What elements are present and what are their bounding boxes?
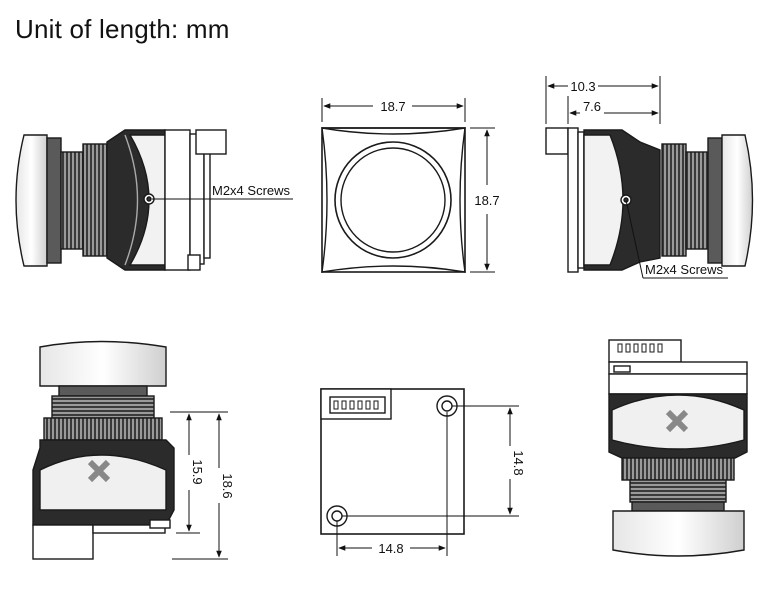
bottom-outer-height-dim: 18.6 [220, 473, 235, 498]
front-width-dim: 18.7 [380, 99, 405, 114]
back-view-pcb [320, 388, 465, 535]
side-pcb-depth-dim: 7.6 [583, 99, 601, 114]
right-screw-leader [625, 199, 644, 279]
bottom-inner-height-dim: 15.9 [190, 459, 205, 484]
side-view-right [545, 127, 754, 273]
front-view [321, 127, 466, 273]
back-horizontal-hole-dim: 14.8 [378, 541, 403, 556]
top-view [608, 339, 748, 557]
bottom-view [32, 340, 175, 560]
side-total-depth-dim: 10.3 [570, 79, 595, 94]
right-screws-label: M2x4 Screws [645, 262, 724, 277]
side-view-left [15, 129, 227, 271]
page-title: Unit of length: mm [15, 14, 230, 44]
front-height-dim: 18.7 [474, 193, 499, 208]
left-screws-label: M2x4 Screws [212, 183, 291, 198]
back-vertical-hole-dim: 14.8 [511, 450, 526, 475]
